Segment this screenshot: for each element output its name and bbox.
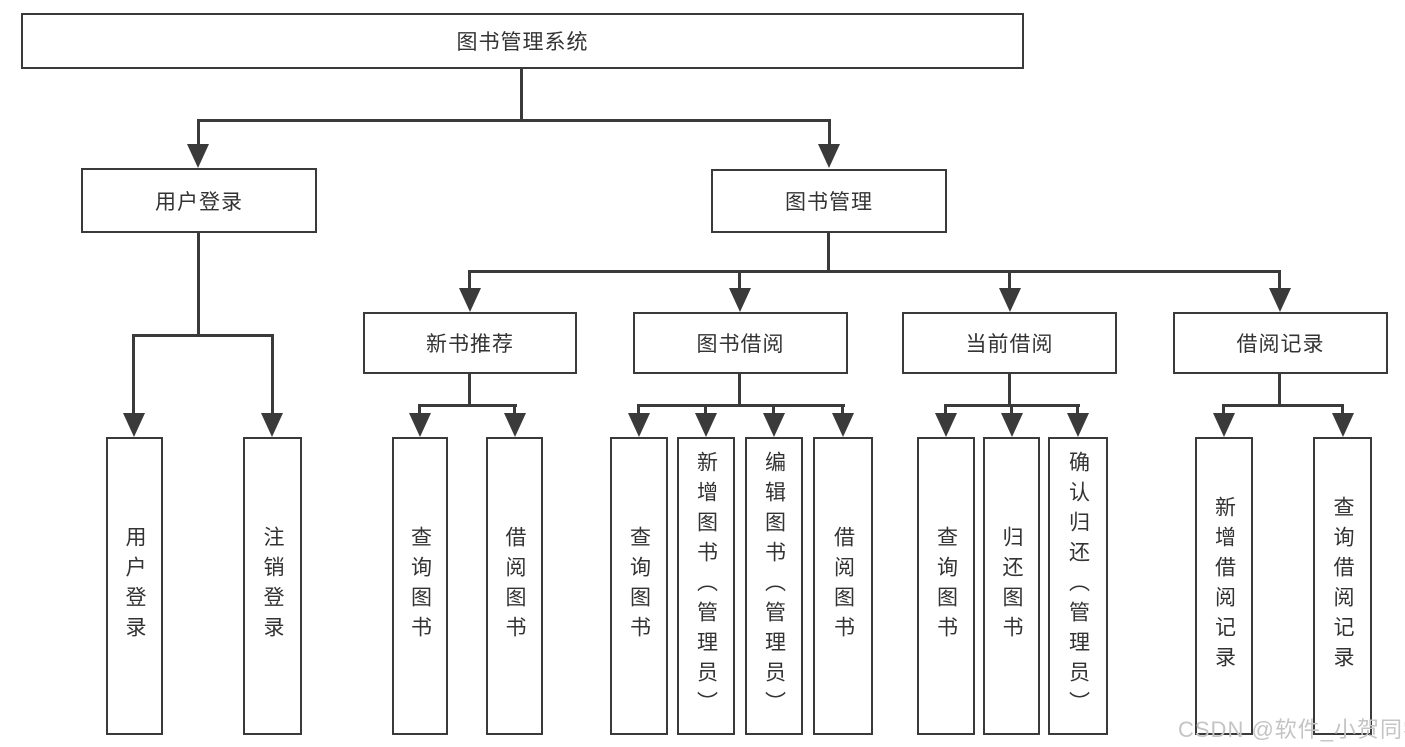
arrowhead-down	[459, 288, 481, 312]
node-user-login-label: 用户登录	[155, 190, 243, 214]
arrowhead-down	[1001, 413, 1023, 437]
connector-line	[468, 374, 471, 407]
arrowhead-down	[123, 413, 145, 437]
arrowhead-down	[695, 413, 717, 437]
connector-line	[772, 404, 775, 415]
connector-line	[1008, 374, 1011, 407]
connector-line	[1278, 374, 1281, 407]
arrowhead-down	[1213, 413, 1235, 437]
leaf-borrow-books: 借阅图书	[813, 437, 873, 735]
leaf-logout: 注销登录	[243, 437, 302, 735]
node-book-management-label: 图书管理	[785, 191, 873, 214]
leaf-query-books-current: 查询图书	[917, 437, 975, 735]
leaf-add-borrow-record: 新增借阅记录	[1195, 437, 1253, 735]
connector-line	[197, 119, 831, 122]
connector-line	[1278, 270, 1281, 290]
arrowhead-down	[763, 413, 785, 437]
connector-line	[468, 270, 1281, 273]
leaf-add-books-admin: 新增图书（管理员）	[677, 437, 735, 735]
connector-line	[418, 404, 421, 415]
leaf-query-books-current-label: 查询图书	[934, 526, 958, 646]
node-root-label: 图书管理系统	[456, 31, 589, 54]
connector-line	[271, 334, 274, 415]
connector-line	[827, 233, 830, 273]
connector-line	[1222, 404, 1344, 407]
leaf-query-books-borrowing-label: 查询图书	[627, 526, 651, 646]
arrowhead-down	[818, 144, 840, 168]
connector-line	[1341, 404, 1344, 415]
connector-line	[513, 404, 516, 415]
connector-line	[1008, 270, 1011, 290]
leaf-confirm-return-admin-label: 确认归还（管理员）	[1066, 451, 1090, 721]
connector-line	[704, 404, 707, 415]
leaf-add-borrow-record-label: 新增借阅记录	[1212, 496, 1236, 676]
arrowhead-down	[935, 413, 957, 437]
arrowhead-down	[187, 144, 209, 168]
leaf-user-login: 用户登录	[106, 437, 163, 735]
leaf-query-books-recommend-label: 查询图书	[408, 526, 432, 646]
arrowhead-down	[504, 413, 526, 437]
leaf-edit-books-admin: 编辑图书（管理员）	[745, 437, 803, 735]
arrowhead-down	[1067, 413, 1089, 437]
leaf-confirm-return-admin: 确认归还（管理员）	[1048, 437, 1108, 735]
connector-line	[132, 334, 274, 337]
leaf-borrow-books-recommend-label: 借阅图书	[503, 526, 526, 646]
node-user-login: 用户登录	[81, 168, 317, 233]
connector-line	[418, 404, 517, 407]
leaf-user-login-label: 用户登录	[123, 526, 146, 646]
leaf-query-books-borrowing: 查询图书	[610, 437, 668, 735]
arrowhead-down	[832, 413, 854, 437]
leaf-query-books-recommend: 查询图书	[392, 437, 448, 735]
node-new-book-recommend-label: 新书推荐	[426, 333, 514, 356]
leaf-borrow-books-label: 借阅图书	[831, 526, 855, 646]
leaf-edit-books-admin-label: 编辑图书（管理员）	[762, 451, 786, 721]
connector-line	[132, 334, 135, 415]
leaf-borrow-books-recommend: 借阅图书	[486, 437, 543, 735]
node-book-management: 图书管理	[711, 169, 947, 233]
arrowhead-down	[1332, 413, 1354, 437]
leaf-add-books-admin-label: 新增图书（管理员）	[694, 451, 718, 721]
connector-line	[738, 270, 741, 290]
connector-line	[828, 119, 831, 146]
connector-line	[944, 404, 947, 415]
leaf-return-books: 归还图书	[983, 437, 1040, 735]
connector-line	[738, 374, 741, 407]
arrowhead-down	[409, 413, 431, 437]
connector-line	[637, 404, 845, 407]
node-new-book-recommend: 新书推荐	[363, 312, 577, 374]
connector-line	[197, 233, 200, 337]
node-book-borrowing: 图书借阅	[633, 312, 848, 374]
node-borrow-records: 借阅记录	[1173, 312, 1388, 374]
node-borrow-records-label: 借阅记录	[1236, 333, 1325, 356]
arrowhead-down	[261, 413, 283, 437]
connector-line	[197, 119, 200, 146]
arrowhead-down	[628, 413, 650, 437]
connector-line	[468, 270, 471, 290]
leaf-return-books-label: 归还图书	[1000, 526, 1023, 646]
leaf-logout-label: 注销登录	[261, 526, 284, 646]
connector-line	[1076, 404, 1079, 415]
arrowhead-down	[1269, 288, 1291, 312]
arrowhead-down	[729, 288, 751, 312]
leaf-query-borrow-record: 查询借阅记录	[1313, 437, 1372, 735]
node-current-borrowing-label: 当前借阅	[965, 333, 1054, 356]
node-current-borrowing: 当前借阅	[902, 312, 1117, 374]
connector-line	[841, 404, 844, 415]
connector-line	[1222, 404, 1225, 415]
connector-line	[1010, 404, 1013, 415]
leaf-query-borrow-record-label: 查询借阅记录	[1331, 496, 1354, 676]
node-book-borrowing-label: 图书借阅	[696, 333, 785, 356]
csdn-watermark: CSDN @软件_小贺同学	[1178, 717, 1405, 742]
node-root-library-system: 图书管理系统	[21, 13, 1024, 69]
arrowhead-down	[999, 288, 1021, 312]
connector-line	[637, 404, 640, 415]
connector-line	[520, 69, 523, 121]
